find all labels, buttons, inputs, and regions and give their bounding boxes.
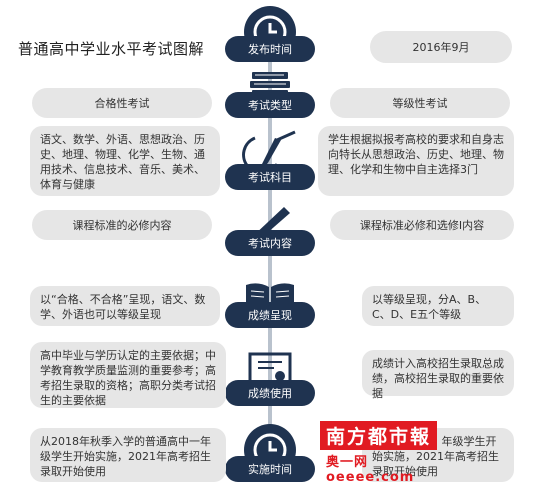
right-results-box: 以等级呈现，分A、B、C、D、E五个等级 xyxy=(362,286,514,326)
right-usage-box: 成绩计入高校招生录取总成绩，高校招生录取的重要依据 xyxy=(362,350,514,400)
left-results: 以“合格、不合格”呈现，语文、数学、外语也可以等级呈现 xyxy=(40,293,206,321)
left-subjects: 语文、数学、外语、思想政治、历史、地理、物理、化学、生物、通用技术、信息技术、音… xyxy=(40,133,205,191)
right-type: 等级性考试 xyxy=(392,96,448,110)
node-implement-time: 实施时间 xyxy=(225,456,315,482)
right-results: 以等级呈现，分A、B、C、D、E五个等级 xyxy=(372,293,487,321)
right-type-box: 等级性考试 xyxy=(330,88,510,118)
right-usage: 成绩计入高校招生录取总成绩，高校招生录取的重要依据 xyxy=(372,357,504,400)
left-implement-box: 从2018年秋季入学的普通高中一年级学生开始实施，2021年高考招生录取开始使用 xyxy=(30,428,226,482)
node-exam-type: 考试类型 xyxy=(225,92,315,118)
node-subjects: 考试科目 xyxy=(225,164,315,190)
left-usage-box: 高中毕业与学历认定的主要依据；中学教育教学质量监测的重要参考；高考招生录取的资格… xyxy=(30,342,226,408)
left-implement: 从2018年秋季入学的普通高中一年级学生开始实施，2021年高考招生录取开始使用 xyxy=(40,435,211,478)
left-type: 合格性考试 xyxy=(94,96,150,110)
left-usage: 高中毕业与学历认定的主要依据；中学教育教学质量监测的重要参考；高考招生录取的资格… xyxy=(40,349,216,407)
right-content-box: 课程标准必修和选修Ⅰ内容 xyxy=(330,210,514,240)
node-usage: 成绩使用 xyxy=(225,380,315,406)
release-date-box: 2016年9月 xyxy=(370,31,512,63)
right-subjects: 学生根据拟报考高校的要求和自身志向特长从思想政治、历史、地理、物理、化学和生物中… xyxy=(328,133,504,176)
diagram-title: 普通高中学业水平考试图解 xyxy=(18,40,205,58)
release-date: 2016年9月 xyxy=(412,40,470,54)
node-results: 成绩呈现 xyxy=(225,302,315,328)
left-results-box: 以“合格、不合格”呈现，语文、数学、外语也可以等级呈现 xyxy=(30,286,220,326)
left-content: 课程标准的必修内容 xyxy=(72,218,172,232)
left-subjects-box: 语文、数学、外语、思想政治、历史、地理、物理、化学、生物、通用技术、信息技术、音… xyxy=(30,126,220,196)
node-release-time: 发布时间 xyxy=(225,36,315,62)
watermark-subtitle: 奥一网 oeeee.com xyxy=(326,455,415,485)
left-type-box: 合格性考试 xyxy=(32,88,212,118)
node-content: 考试内容 xyxy=(225,230,315,256)
watermark-title: 南方都市報 xyxy=(320,421,438,450)
left-content-box: 课程标准的必修内容 xyxy=(32,210,212,240)
right-content: 课程标准必修和选修Ⅰ内容 xyxy=(359,218,485,232)
right-subjects-box: 学生根据拟报考高校的要求和自身志向特长从思想政治、历史、地理、物理、化学和生物中… xyxy=(318,126,514,196)
watermark-logo: 南方都市報 奥一网 oeeee.com xyxy=(320,421,456,485)
